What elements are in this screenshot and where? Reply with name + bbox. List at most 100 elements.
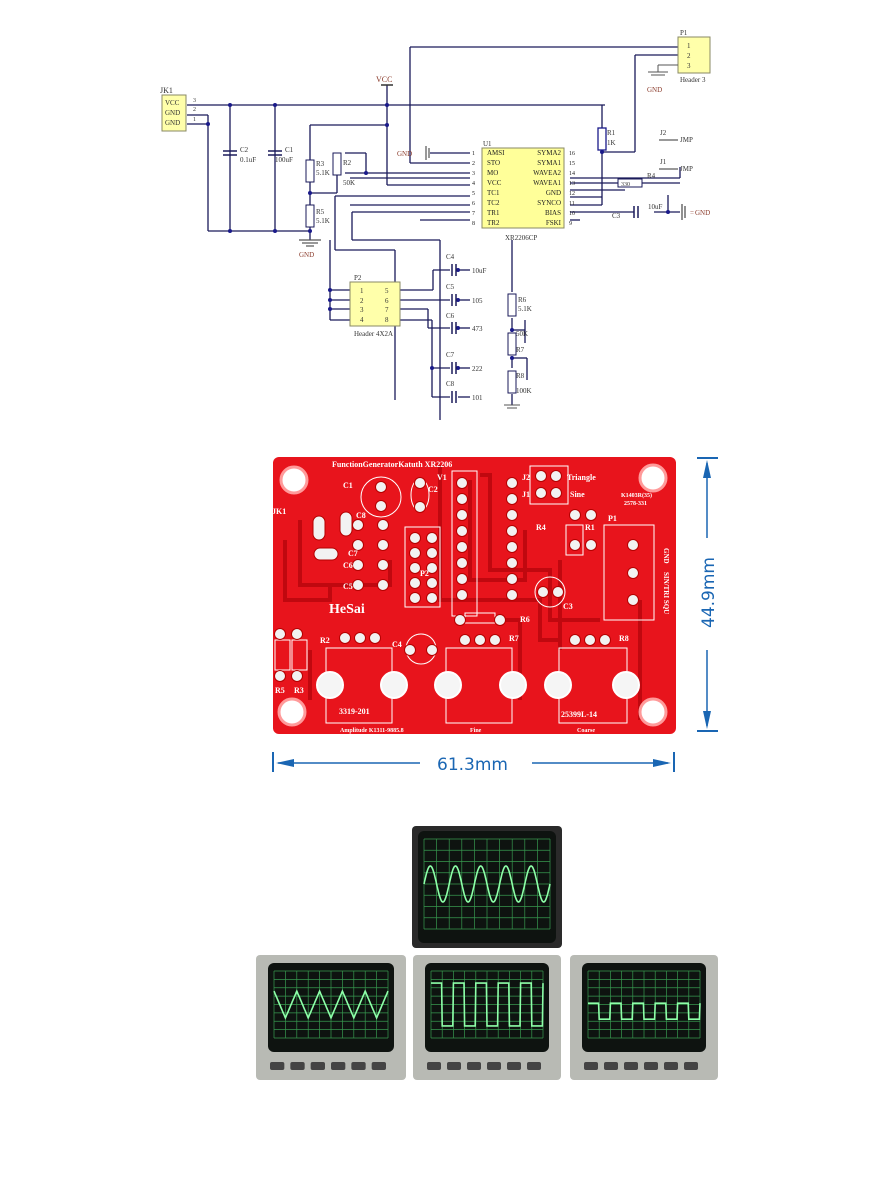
width-dimension: 61.3mm <box>272 752 675 775</box>
pcb-pad <box>426 562 438 574</box>
svg-text:R7: R7 <box>516 346 525 354</box>
svg-text:C8: C8 <box>446 380 455 388</box>
u1-pin-number: 8 <box>472 221 475 227</box>
pcb-pad <box>456 493 468 505</box>
svg-text:222: 222 <box>472 365 483 373</box>
jumper-j2: J2 JMP <box>659 129 693 144</box>
pcb-pad <box>599 634 611 646</box>
svg-text:3: 3 <box>360 306 364 314</box>
scope-button <box>507 1062 521 1070</box>
pcb-pads <box>274 470 639 682</box>
svg-text:P2: P2 <box>354 274 362 282</box>
svg-text:101: 101 <box>472 394 483 402</box>
svg-text:GND: GND <box>695 209 710 217</box>
label-output: SIN/TRI SQU <box>662 572 670 614</box>
scope-button <box>427 1062 441 1070</box>
pcb-pad <box>409 592 421 604</box>
pcb-pad <box>506 509 518 521</box>
svg-text:0.1uF: 0.1uF <box>240 156 256 164</box>
label-c3: C3 <box>563 602 573 611</box>
label-j2: J2 <box>522 473 530 482</box>
pcb-pad <box>552 586 564 598</box>
svg-text:6: 6 <box>385 297 389 305</box>
label-triangle: Triangle <box>567 473 596 482</box>
svg-text:JMP: JMP <box>680 165 693 173</box>
label-pot-3319: 3319-201 <box>339 707 370 716</box>
jk1-pad <box>339 511 353 537</box>
svg-text:C2: C2 <box>240 146 249 154</box>
svg-text:5.1K: 5.1K <box>316 169 330 177</box>
pcb-pad <box>426 592 438 604</box>
label-part-no-1: K1403R(35) <box>621 492 652 499</box>
label-c6: C6 <box>343 561 353 570</box>
svg-text:JK1: JK1 <box>160 86 173 95</box>
svg-text:8: 8 <box>385 316 389 324</box>
pcb-pad <box>375 481 387 493</box>
label-r5: R5 <box>275 686 285 695</box>
label-v1: V1 <box>437 473 447 482</box>
pcb-pad <box>377 579 389 591</box>
pcb-pad <box>274 670 286 682</box>
label-r3: R3 <box>294 686 304 695</box>
pcb-title: FunctionGeneratorKatuth XR2206 <box>332 460 452 469</box>
scope-button <box>584 1062 598 1070</box>
svg-text:1: 1 <box>687 42 691 50</box>
u1-pin-number: 12 <box>569 191 575 197</box>
pcb-pad <box>354 632 366 644</box>
u1-pin-number: 6 <box>472 201 475 207</box>
pcb-pad <box>339 632 351 644</box>
pcb-pad <box>584 634 596 646</box>
pcb-pad <box>426 532 438 544</box>
u1-pin-number: 5 <box>472 191 475 197</box>
pcb-pad <box>377 559 389 571</box>
label-part-no-2: 2578-331 <box>624 501 647 507</box>
u1-pin-number: 13 <box>569 181 575 187</box>
pcb-pad <box>352 539 364 551</box>
pcb-pad <box>494 614 506 626</box>
svg-text:C7: C7 <box>446 351 455 359</box>
scope-button <box>290 1062 305 1070</box>
label-r4: R4 <box>536 523 546 532</box>
svg-text:C3: C3 <box>612 212 621 220</box>
pcb-pad <box>409 547 421 559</box>
scope-trace <box>588 1002 701 1020</box>
scope-trace <box>423 865 551 903</box>
pcb-pad <box>506 589 518 601</box>
svg-text:GND: GND <box>165 109 180 117</box>
scope-trace <box>431 982 544 1027</box>
svg-text:R5: R5 <box>316 208 325 216</box>
pcb-pad <box>569 539 581 551</box>
label-r8: R8 <box>619 634 629 643</box>
scope-button <box>467 1062 481 1070</box>
svg-text:10uF: 10uF <box>648 203 663 211</box>
u1-pin-name: WAVEA2 <box>533 169 561 177</box>
svg-text:473: 473 <box>472 325 483 333</box>
u1-pin-number: 7 <box>472 211 475 217</box>
gnd-symbol-left: GND <box>299 239 321 259</box>
svg-text:100uF: 100uF <box>275 156 293 164</box>
resistor-r1: R1 1K <box>597 127 616 151</box>
pcb-pad <box>414 477 426 489</box>
label-r2: R2 <box>320 636 330 645</box>
svg-text:GND: GND <box>299 251 314 259</box>
potentiometer-r2: R2 50K <box>332 152 355 187</box>
pcb-pad <box>550 470 562 482</box>
pcb-pad <box>569 634 581 646</box>
scope-button <box>527 1062 541 1070</box>
scope-button <box>664 1062 678 1070</box>
pcb-pad <box>377 519 389 531</box>
svg-text:GND: GND <box>647 86 662 94</box>
svg-text:1: 1 <box>193 117 196 123</box>
pcb-pad <box>585 509 597 521</box>
svg-text:R3: R3 <box>316 160 325 168</box>
svg-text:1: 1 <box>360 287 364 295</box>
pcb-pad <box>456 573 468 585</box>
u1-pin-number: 1 <box>472 151 475 157</box>
pcb-pad <box>627 567 639 579</box>
oscilloscope-sine <box>412 826 562 948</box>
u1-pin-name: WAVEA1 <box>533 179 561 187</box>
